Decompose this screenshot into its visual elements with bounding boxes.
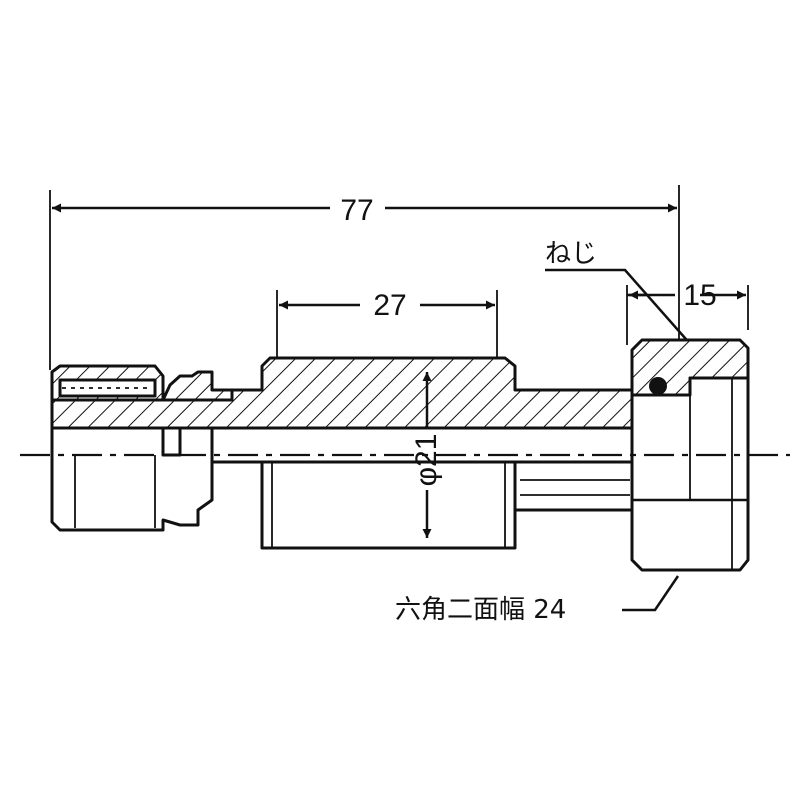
leader-line: [545, 268, 716, 373]
center-barrel: [260, 460, 517, 550]
nut-length-value: 15: [683, 279, 716, 312]
thread-callout: ねじ: [545, 239, 716, 373]
leader-line: [622, 575, 680, 612]
dimension-center: 27: [276, 289, 498, 360]
overall-length-value: 77: [340, 194, 373, 227]
dimension-nut: 15: [626, 279, 749, 345]
hex-label: 六角二面幅 24: [395, 595, 566, 625]
seal-ring: [649, 377, 667, 395]
dimension-diameter: φ21: [410, 372, 443, 538]
fitting-body: [50, 338, 750, 572]
dimension-overall: 77: [49, 185, 680, 370]
center-length-value: 27: [373, 289, 406, 322]
thread-label: ねじ: [545, 239, 597, 269]
left-coupling-lower: [50, 426, 214, 532]
hex-callout: 六角二面幅 24: [395, 575, 680, 625]
diameter-value: φ21: [410, 434, 443, 487]
